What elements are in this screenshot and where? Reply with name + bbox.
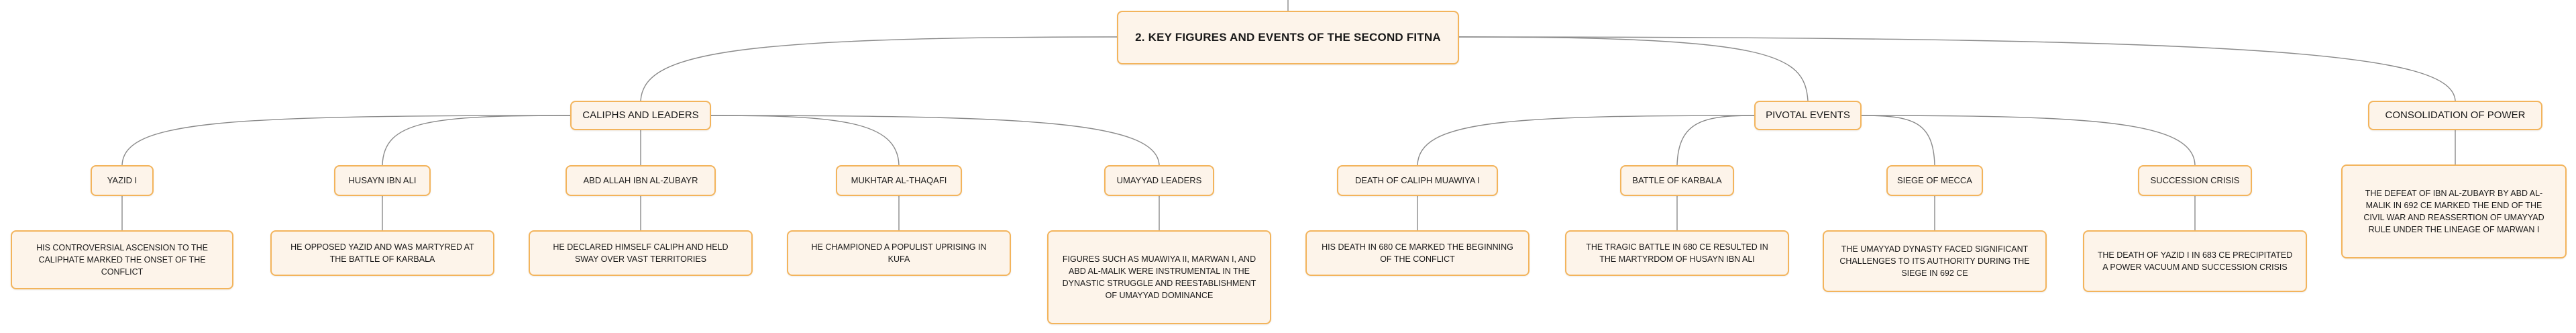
detail-text: HIS DEATH IN 680 CE MARKED THE BEGINNING… — [1322, 242, 1513, 264]
connector-caliphs-mukhtar — [710, 115, 900, 166]
root-title: 2. KEY FIGURES AND EVENTS OF THE SECOND … — [1135, 30, 1441, 44]
node-mukhtar-al-thaqafi[interactable]: MUKHTAR AL-THAQAFI — [836, 165, 962, 196]
node-abd-allah-ibn-al-zubayr[interactable]: ABD ALLAH IBN AL-ZUBAYR — [566, 165, 716, 196]
node-label: BATTLE OF KARBALA — [1632, 175, 1722, 185]
node-label: DEATH OF CALIPH MUAWIYA I — [1354, 175, 1481, 185]
detail-husayn-ibn-ali: HE OPPOSED YAZID AND WAS MARTYRED AT THE… — [270, 230, 494, 276]
detail-consolidation-of-power: THE DEFEAT OF IBN AL-ZUBAYR BY ABD AL-MA… — [2341, 164, 2567, 258]
detail-text: THE TRAGIC BATTLE IN 680 CE RESULTED IN … — [1586, 242, 1768, 264]
detail-death-of-caliph-muawiya-i: HIS DEATH IN 680 CE MARKED THE BEGINNING… — [1305, 230, 1529, 276]
node-label: HUSAYN IBN ALI — [348, 175, 417, 185]
detail-battle-of-karbala: THE TRAGIC BATTLE IN 680 CE RESULTED IN … — [1565, 230, 1789, 276]
branch-label: CONSOLIDATION OF POWER — [2385, 109, 2526, 122]
node-succession-crisis[interactable]: SUCCESSION CRISIS — [2138, 165, 2252, 196]
connector-caliphs-yazid — [121, 115, 571, 166]
detail-text: HE CHAMPIONED A POPULIST UPRISING IN KUF… — [811, 242, 987, 264]
node-battle-of-karbala[interactable]: BATTLE OF KARBALA — [1620, 165, 1734, 196]
connector-root-events — [1458, 36, 1809, 101]
branch-label: CALIPHS AND LEADERS — [582, 109, 699, 122]
detail-text: HE DECLARED HIMSELF CALIPH AND HELD SWAY… — [553, 242, 729, 264]
connector-events-muawiya — [1417, 115, 1755, 166]
detail-succession-crisis: THE DEATH OF YAZID I IN 683 CE PRECIPITA… — [2083, 230, 2307, 292]
connector-events-succession — [1861, 115, 2196, 166]
branch-consolidation-of-power[interactable]: CONSOLIDATION OF POWER — [2368, 101, 2542, 130]
detail-text: THE DEATH OF YAZID I IN 683 CE PRECIPITA… — [2097, 250, 2293, 272]
connector-root-consolidation — [1458, 36, 2456, 101]
node-label: UMAYYAD LEADERS — [1116, 175, 1202, 185]
node-label: MUKHTAR AL-THAQAFI — [851, 175, 947, 185]
detail-siege-of-mecca: THE UMAYYAD DYNASTY FACED SIGNIFICANT CH… — [1823, 230, 2047, 292]
branch-label: PIVOTAL EVENTS — [1766, 109, 1850, 122]
node-siege-of-mecca[interactable]: SIEGE OF MECCA — [1886, 165, 1983, 196]
connector-root-caliphs — [640, 36, 1118, 101]
detail-text: THE DEFEAT OF IBN AL-ZUBAYR BY ABD AL-MA… — [2363, 188, 2544, 235]
node-label: ABD ALLAH IBN AL-ZUBAYR — [583, 175, 698, 185]
node-death-of-caliph-muawiya-i[interactable]: DEATH OF CALIPH MUAWIYA I — [1337, 165, 1498, 196]
detail-text: HE OPPOSED YAZID AND WAS MARTYRED AT THE… — [290, 242, 474, 264]
node-label: SIEGE OF MECCA — [1897, 175, 1972, 185]
node-yazid-i[interactable]: YAZID I — [91, 165, 154, 196]
detail-yazid-i: HIS CONTROVERSIAL ASCENSION TO THE CALIP… — [11, 230, 233, 289]
detail-mukhtar-al-thaqafi: HE CHAMPIONED A POPULIST UPRISING IN KUF… — [787, 230, 1011, 276]
connector-caliphs-umayyad — [710, 115, 1160, 166]
connector-events-mecca — [1861, 115, 1935, 166]
detail-text: FIGURES SUCH AS MUAWIYA II, MARWAN I, AN… — [1062, 254, 1256, 301]
detail-text: HIS CONTROVERSIAL ASCENSION TO THE CALIP… — [36, 242, 208, 277]
detail-text: THE UMAYYAD DYNASTY FACED SIGNIFICANT CH… — [1839, 244, 2030, 279]
node-label: SUCCESSION CRISIS — [2150, 175, 2240, 185]
node-husayn-ibn-ali[interactable]: HUSAYN IBN ALI — [334, 165, 431, 196]
connector-caliphs-husayn — [382, 115, 571, 166]
node-umayyad-leaders[interactable]: UMAYYAD LEADERS — [1104, 165, 1214, 196]
node-label: YAZID I — [107, 175, 138, 185]
detail-abd-allah-ibn-al-zubayr: HE DECLARED HIMSELF CALIPH AND HELD SWAY… — [529, 230, 753, 276]
root-node[interactable]: 2. KEY FIGURES AND EVENTS OF THE SECOND … — [1117, 11, 1459, 64]
connector-events-karbala — [1676, 115, 1755, 166]
branch-pivotal-events[interactable]: PIVOTAL EVENTS — [1754, 101, 1862, 130]
detail-umayyad-leaders: FIGURES SUCH AS MUAWIYA II, MARWAN I, AN… — [1047, 230, 1271, 324]
branch-caliphs-and-leaders[interactable]: CALIPHS AND LEADERS — [570, 101, 711, 130]
